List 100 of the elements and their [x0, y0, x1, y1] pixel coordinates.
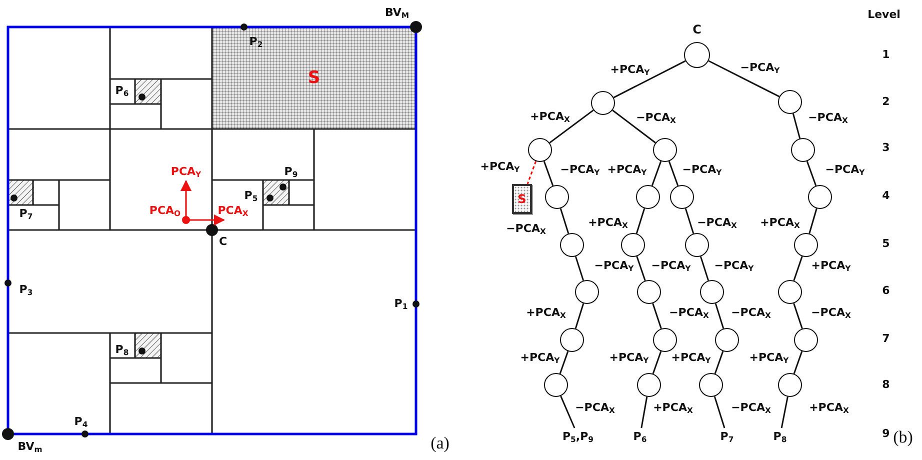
edge-label: −PCA$_{Y}$ — [650, 260, 692, 272]
edge-label: −PCA$_{X}$ — [505, 222, 547, 236]
tree-branch — [559, 351, 569, 374]
point-label: P$_{3}$ — [19, 284, 33, 296]
tree-node — [528, 138, 552, 162]
tree-branch — [806, 161, 817, 186]
tree-node — [653, 328, 677, 352]
leaf-label: P$_{8}$ — [768, 428, 792, 444]
tree-branch — [714, 303, 724, 329]
tree-branch — [651, 161, 662, 186]
axis-label: PCA$_{O}$ — [149, 204, 181, 218]
edge-label: −PCA$_{Y}$ — [713, 260, 755, 272]
tree-node — [794, 328, 818, 352]
tree-branch — [549, 110, 594, 144]
leaf-label: P$_{5}$,P$_{9}$ — [553, 428, 603, 444]
edge-label: −PCA$_{X}$ — [730, 402, 772, 414]
tree-branch — [714, 351, 724, 374]
region-label: S — [518, 192, 526, 206]
edge-label: −PCA$_{X}$ — [574, 402, 616, 414]
region-label: S — [308, 68, 320, 88]
tree-branch — [793, 303, 803, 329]
point-label: P$_{7}$ — [19, 208, 33, 220]
edge-label: −PCA$_{Y}$ — [593, 260, 635, 272]
tree-branch — [684, 208, 694, 234]
level-number: 2 — [882, 96, 890, 108]
tree-node — [637, 373, 661, 397]
edge-label: −PCA$_{Y}$ — [681, 164, 723, 176]
tree-node — [637, 280, 661, 304]
tree-node — [791, 138, 815, 162]
dashed-connector — [526, 161, 537, 184]
panel-label: (a) — [430, 434, 450, 454]
tree-node — [700, 280, 724, 304]
tree-branch — [652, 303, 662, 329]
tree-branch — [808, 208, 818, 234]
edge-label: −PCA$_{X}$ — [810, 306, 852, 320]
tree-branch — [560, 208, 570, 234]
edge-label: −PCA$_{X}$ — [635, 112, 677, 124]
edge-label: +PCA$_{Y}$ — [479, 160, 521, 174]
tree-branch — [613, 60, 686, 98]
edge-label: −PCA$_{X}$ — [696, 216, 738, 230]
edge-label: +PCA$_{X}$ — [587, 216, 629, 230]
edge-label: +PCA$_{Y}$ — [606, 164, 648, 176]
tree-node — [794, 233, 818, 257]
axis-label: PCA$_{X}$ — [218, 204, 248, 218]
point-label: P$_{2}$ — [249, 36, 263, 48]
point-label: P$_{8}$ — [115, 344, 129, 356]
edge-label: +PCA$_{X}$ — [529, 110, 571, 124]
tree-branch — [708, 60, 780, 98]
edge-label: +PCA$_{Y}$ — [748, 352, 790, 364]
tree-node — [715, 328, 739, 352]
tree-node — [699, 373, 723, 397]
edge-label: −PCA$_{Y}$ — [824, 164, 866, 176]
tree-node — [778, 90, 802, 114]
edge-label: +PCA$_{X}$ — [525, 306, 567, 320]
edge-label: −PCA$_{Y}$ — [559, 164, 601, 176]
shaded-region — [212, 27, 416, 129]
tree-node — [575, 280, 599, 304]
point-label: P$_{4}$ — [74, 416, 88, 428]
point-label: BV$_{m}$ — [18, 440, 42, 454]
panel-label: (b) — [893, 428, 913, 448]
region-node-box — [512, 184, 532, 214]
edge-label: −PCA$_{X}$ — [730, 306, 772, 320]
tree-branch — [793, 351, 803, 374]
edge-label: −PCA$_{Y}$ — [739, 62, 781, 74]
tree-branch — [640, 396, 648, 428]
tree-node — [545, 185, 569, 209]
edge-label: +PCA$_{X}$ — [759, 216, 801, 230]
level-number: 5 — [882, 238, 890, 250]
level-number: 6 — [882, 284, 890, 298]
tree-node — [544, 373, 568, 397]
tree-node — [684, 42, 710, 68]
tree-branch — [560, 396, 576, 428]
tree-branch — [780, 396, 788, 428]
tree-node — [778, 280, 802, 304]
tree-node — [685, 233, 709, 257]
leaf-label: P$_{7}$ — [715, 428, 739, 444]
edge-label: +PCA$_{X}$ — [808, 402, 850, 414]
edge-label: +PCA$_{Y}$ — [608, 352, 650, 364]
tree-branch — [543, 161, 554, 186]
edge-label: +PCA$_{Y}$ — [519, 352, 561, 364]
point-label: BV$_{M}$ — [384, 6, 410, 20]
edge-label: +PCA$_{Y}$ — [810, 260, 852, 272]
tree-branch — [574, 303, 584, 329]
point-label: C — [218, 236, 228, 248]
tree-branch — [668, 161, 679, 186]
tree-node — [653, 138, 677, 162]
leaf-label: P$_{6}$ — [628, 428, 652, 444]
tree-node — [621, 233, 645, 257]
point-label: P$_{5}$ — [244, 190, 258, 202]
point-label: P$_{6}$ — [115, 84, 129, 98]
tree-node — [560, 328, 584, 352]
edge-label: +PCA$_{Y}$ — [609, 64, 651, 76]
tree-node — [778, 373, 802, 397]
tree-branch — [574, 256, 584, 281]
edge-label: +PCA$_{X}$ — [652, 402, 694, 414]
column-heading: Level — [868, 8, 900, 22]
level-number: 9 — [882, 428, 890, 440]
tree-branch — [793, 256, 803, 281]
level-number: 1 — [882, 48, 890, 62]
tree-branch — [652, 351, 662, 374]
